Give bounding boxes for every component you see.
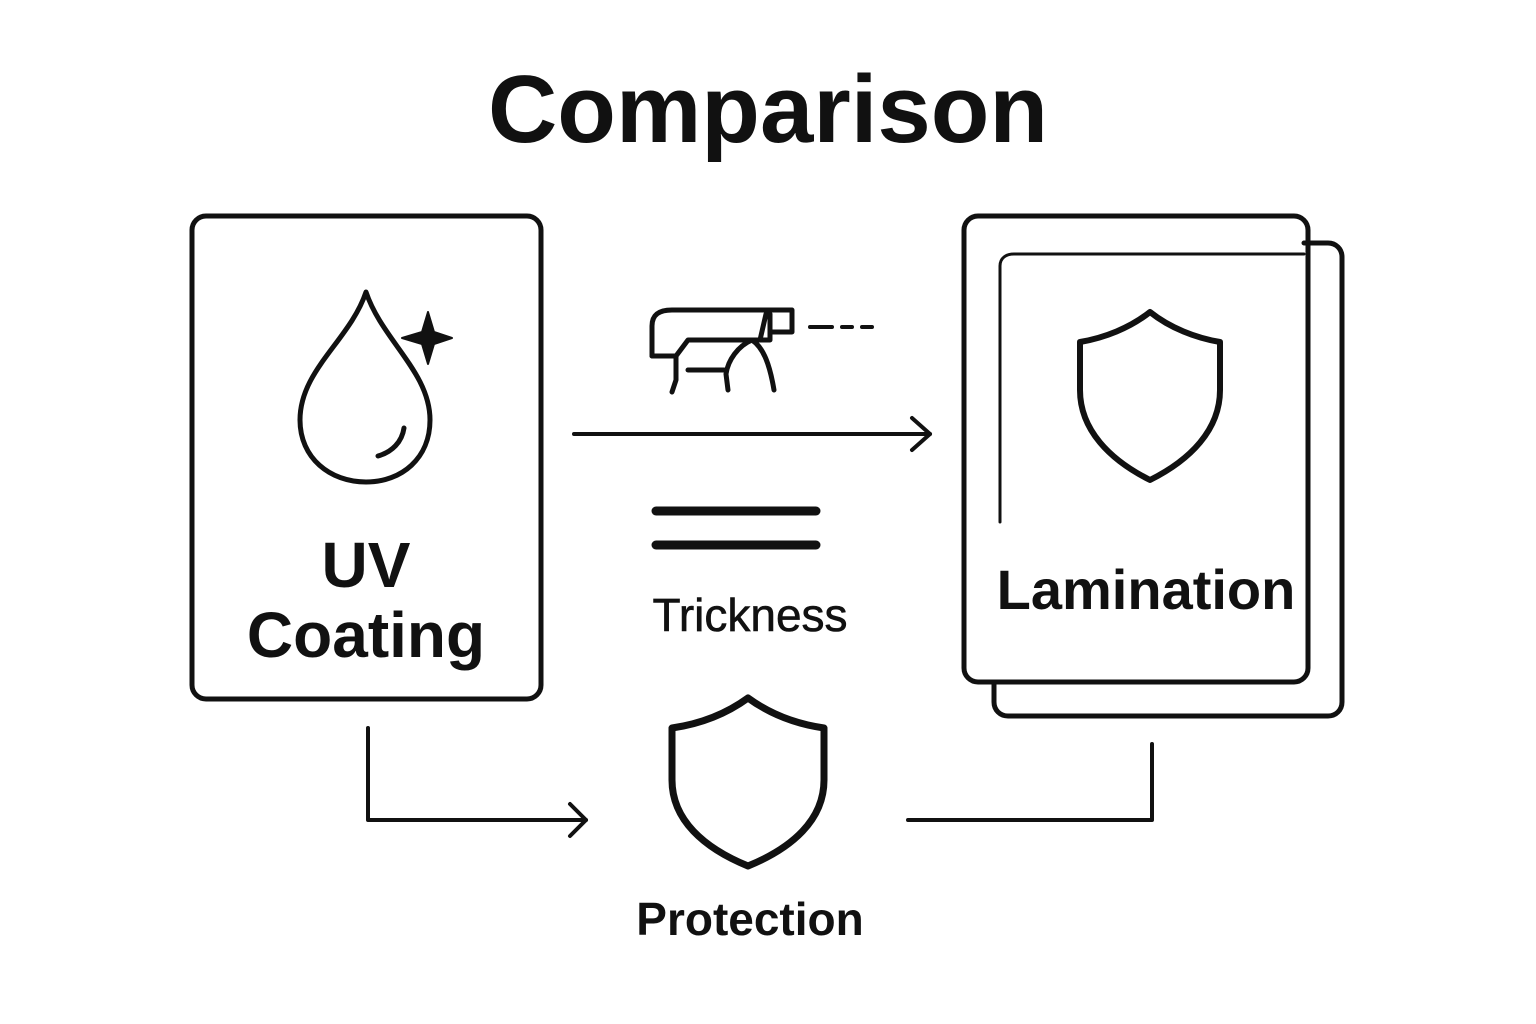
lamination-back-sheet <box>991 240 1345 719</box>
lamination-label: Lamination <box>996 558 1296 621</box>
connector-lamination-to-protection <box>906 742 1154 822</box>
protection-shield-icon <box>668 694 828 870</box>
thickness-icon <box>651 506 821 550</box>
uv-coating-label-text: UV Coating <box>246 529 486 671</box>
sparkle-icon <box>401 311 453 365</box>
uv-coating-label: UV Coating <box>190 530 542 670</box>
uv-coating-card <box>189 213 544 702</box>
thickness-label: Trickness <box>652 589 848 641</box>
protection-label: Protection <box>636 893 864 945</box>
lamination-shield-icon <box>1077 309 1223 483</box>
arrow-uv-to-protection <box>366 726 588 838</box>
spray-bottle-icon <box>649 307 795 395</box>
diagram-title: Comparison <box>487 56 1049 163</box>
lamination-inner-sheet <box>998 252 1306 524</box>
arrow-to-lamination <box>572 416 932 452</box>
lamination-card <box>961 213 1311 685</box>
droplet-icon <box>297 289 433 485</box>
